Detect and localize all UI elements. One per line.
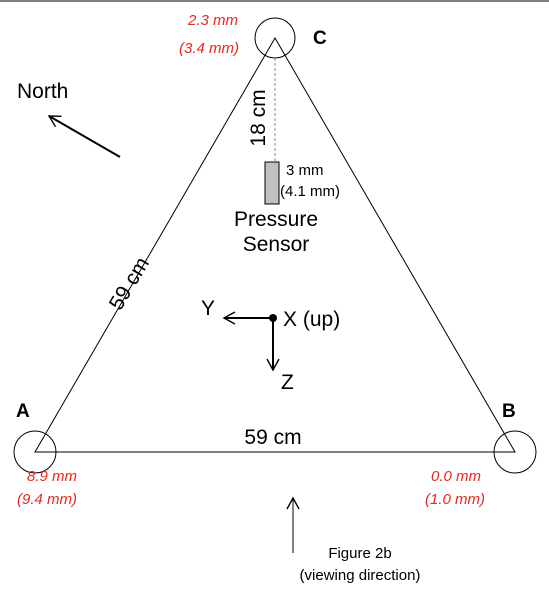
vertex-label-a: A (16, 401, 30, 422)
north-arrow (47, 115, 121, 158)
sensor-size: 3 mm (286, 162, 324, 179)
vertex-label-b: B (502, 401, 516, 422)
viewing-label-line2: (viewing direction) (300, 567, 421, 584)
sensor-distance-label: 18 cm (247, 89, 270, 146)
vertex-a-offset-alt: (9.4 mm) (17, 491, 77, 508)
sensor-name-line1: Pressure (234, 208, 318, 231)
side-bottom-length: 59 cm (244, 426, 301, 449)
z-axis-label: Z (281, 371, 294, 394)
viewing-label-line1: Figure 2b (328, 545, 391, 562)
north-label: North (17, 80, 68, 103)
vertex-c-offset: 2.3 mm (187, 12, 238, 29)
vertex-b-offset-alt: (1.0 mm) (425, 491, 485, 508)
vertex-circle-a (13, 430, 57, 474)
pressure-sensor-rect (264, 161, 280, 205)
triangle-outline (34, 37, 516, 453)
side-left-length: 59 cm (105, 253, 154, 314)
vertex-b-offset: 0.0 mm (431, 468, 481, 485)
x-axis-label: X (up) (283, 308, 340, 331)
vertex-label-c: C (313, 28, 327, 49)
y-axis-label: Y (201, 297, 215, 320)
sensor-name-line2: Sensor (243, 233, 310, 256)
sensor-size-alt: (4.1 mm) (280, 183, 340, 200)
vertex-c-offset-alt: (3.4 mm) (179, 40, 239, 57)
vertex-a-offset: 8.9 mm (27, 468, 77, 485)
vertex-circle-b (493, 430, 537, 474)
